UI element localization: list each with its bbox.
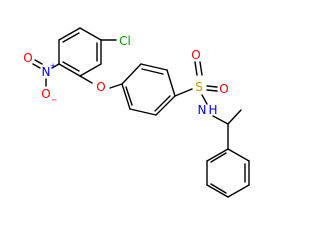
bond xyxy=(206,85,218,88)
nitro-nitrogen-atom: N xyxy=(42,65,51,79)
bond xyxy=(125,86,133,106)
bond xyxy=(34,59,43,65)
bond xyxy=(166,69,176,97)
bond xyxy=(58,63,81,77)
ether-oxygen-atom: O xyxy=(96,80,105,94)
bonds xyxy=(32,27,250,198)
structure-diagram: Cl O N + O O − S O O N H xyxy=(23,27,250,198)
bond xyxy=(32,63,41,69)
bond xyxy=(199,61,203,76)
nitro-positive-charge: + xyxy=(50,62,57,71)
bond xyxy=(227,184,250,198)
bond xyxy=(210,183,227,194)
bond xyxy=(212,115,229,125)
amide-hydrogen-atom: H xyxy=(208,103,217,117)
bond xyxy=(155,95,176,116)
bond xyxy=(79,75,93,84)
atom-labels: Cl O N + O O − S O O N H xyxy=(23,34,228,117)
bond xyxy=(129,108,157,116)
bond xyxy=(227,148,250,162)
sulfur-atom: S xyxy=(195,80,203,94)
sulfonyl-oxygen-top-atom: O xyxy=(191,48,200,62)
bond xyxy=(174,88,193,97)
nitro-oxygen-atom: O xyxy=(23,51,32,65)
bond xyxy=(140,63,168,71)
bond xyxy=(210,152,227,163)
bond xyxy=(121,83,131,110)
bond xyxy=(206,184,229,198)
sulfonyl-oxygen-right-atom: O xyxy=(219,82,228,96)
amide-nitrogen-atom: N xyxy=(198,103,207,117)
bond xyxy=(62,61,80,72)
bond xyxy=(194,61,198,76)
bond xyxy=(154,95,171,112)
bond xyxy=(141,68,164,75)
nitro-oxide-atom: O xyxy=(41,87,50,101)
bond xyxy=(227,109,242,125)
nitro-negative-charge: − xyxy=(51,96,58,105)
bond xyxy=(79,63,102,77)
chlorine-atom: Cl xyxy=(119,34,131,48)
bond xyxy=(62,32,80,43)
bond xyxy=(109,83,123,89)
bond xyxy=(79,27,102,41)
bond xyxy=(51,63,60,69)
bond xyxy=(206,89,218,92)
bond xyxy=(206,148,229,162)
bond xyxy=(121,63,142,85)
bond xyxy=(58,27,81,41)
bond xyxy=(201,94,208,105)
